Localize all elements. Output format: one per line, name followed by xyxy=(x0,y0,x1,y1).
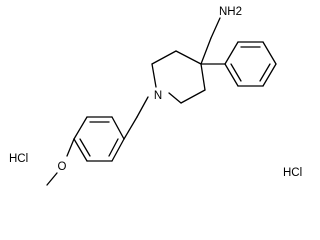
aminomethyl-group xyxy=(200,17,221,65)
hydrochloride-label-left: HCl xyxy=(9,153,28,165)
piperidine-nitrogen-label: N xyxy=(154,90,162,102)
chemical-structure-diagram: NH2 N O HCl HCl xyxy=(9,6,302,186)
ethyl-linker xyxy=(123,96,149,140)
hydrochloride-label-right: HCl xyxy=(283,167,302,179)
methoxyphenyl-ring xyxy=(73,116,125,162)
piperidine-ring xyxy=(151,50,206,104)
methoxy-group xyxy=(46,138,75,186)
phenyl-ring xyxy=(200,41,277,87)
amine-label: NH2 xyxy=(219,6,242,18)
methoxy-oxygen-label: O xyxy=(58,161,67,173)
